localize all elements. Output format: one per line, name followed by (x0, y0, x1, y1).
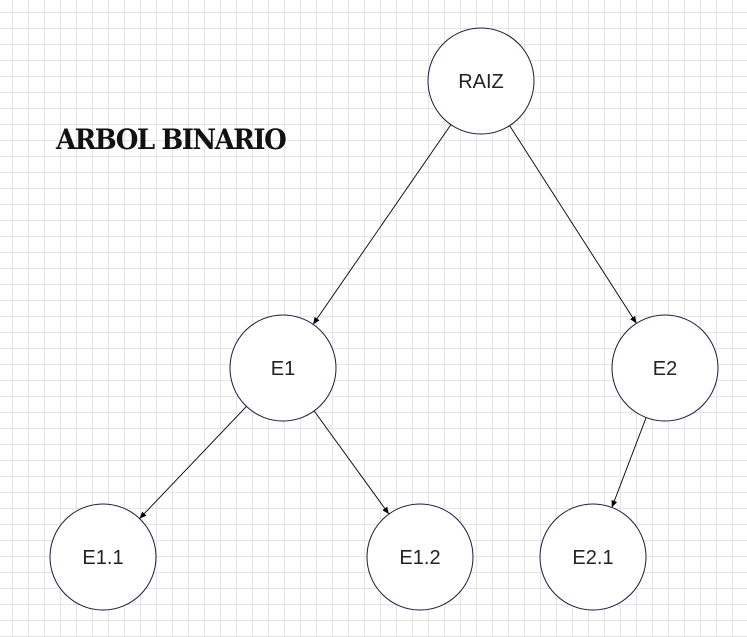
node-circle-e1-1[interactable] (49, 503, 157, 611)
node-circle-e2-1[interactable] (539, 503, 647, 611)
node-label-e1-1: E1.1 (82, 547, 123, 569)
node-label-e1-2: E1.2 (399, 547, 440, 569)
node-e1[interactable]: E1 (229, 314, 337, 422)
node-label-e2: E2 (653, 358, 677, 380)
node-circle-e2[interactable] (611, 314, 719, 422)
node-label-e2-1: E2.1 (572, 547, 613, 569)
edge-e1-to-e1-2 (313, 410, 390, 515)
node-circle-e1-2[interactable] (366, 503, 474, 611)
node-label-raiz: RAIZ (458, 71, 504, 93)
node-circle-e1[interactable] (229, 314, 337, 422)
edges-layer (139, 124, 647, 519)
node-e2[interactable]: E2 (611, 314, 719, 422)
node-e2-1[interactable]: E2.1 (539, 503, 647, 611)
node-e1-1[interactable]: E1.1 (49, 503, 157, 611)
node-label-e1: E1 (271, 358, 295, 380)
edge-e1-to-e1-1 (139, 406, 247, 519)
edge-e2-to-e2-1 (611, 417, 647, 508)
node-raiz[interactable]: RAIZ (427, 27, 535, 135)
node-e1-2[interactable]: E1.2 (366, 503, 474, 611)
diagram-title: ARBOL BINARIO (56, 124, 287, 157)
node-circle-raiz[interactable] (427, 27, 535, 135)
edge-raiz-to-e2 (509, 125, 637, 324)
edge-raiz-to-e1 (312, 124, 452, 325)
